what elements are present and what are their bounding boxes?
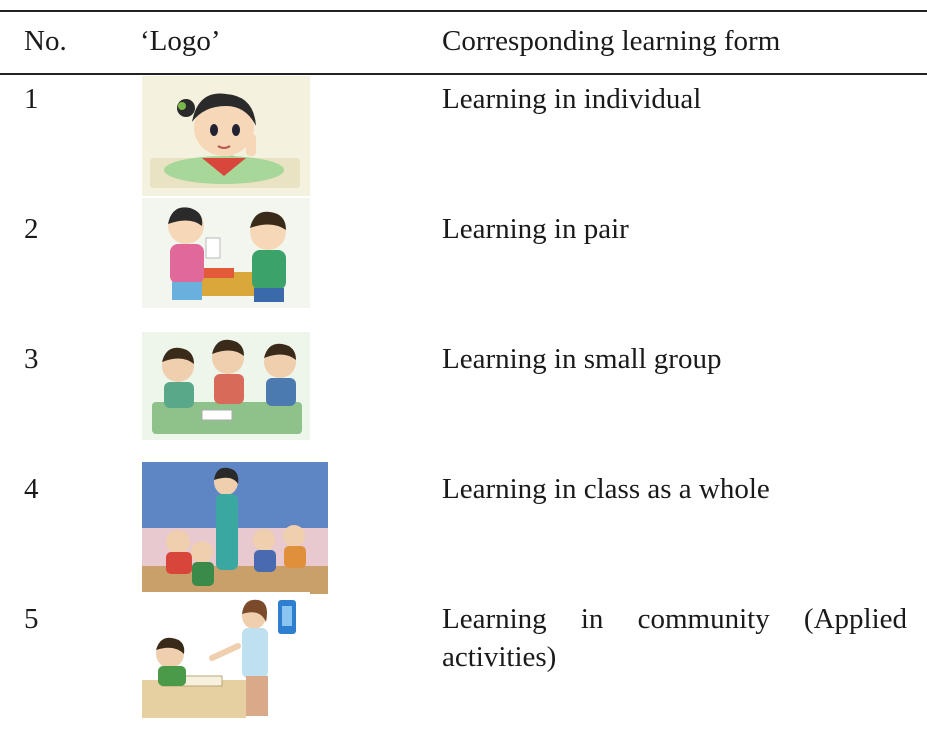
header-form: Corresponding learning form — [442, 25, 781, 57]
woman-and-child-community-activity-illustration-icon — [142, 592, 310, 724]
row-number: 4 — [24, 473, 39, 505]
row-number: 3 — [24, 343, 39, 375]
header-logo: ‘Logo’ — [140, 25, 221, 57]
row-form: Learning in community (Applied activitie… — [442, 603, 907, 673]
girl-studying-alone-illustration-icon — [142, 76, 310, 196]
row-number: 2 — [24, 213, 39, 245]
table-top-rule — [0, 10, 927, 12]
three-children-group-work-illustration-icon — [142, 332, 310, 440]
row-form: Learning in individual — [442, 83, 702, 115]
row-number: 1 — [24, 83, 39, 115]
row-form: Learning in class as a whole — [442, 473, 770, 505]
table-header-rule — [0, 73, 927, 75]
two-children-working-together-illustration-icon — [142, 198, 310, 308]
header-no: No. — [24, 25, 67, 57]
teacher-with-whole-class-illustration-icon — [142, 462, 328, 594]
row-number: 5 — [24, 603, 39, 635]
row-form: Learning in small group — [442, 343, 722, 375]
row-form: Learning in pair — [442, 213, 629, 245]
